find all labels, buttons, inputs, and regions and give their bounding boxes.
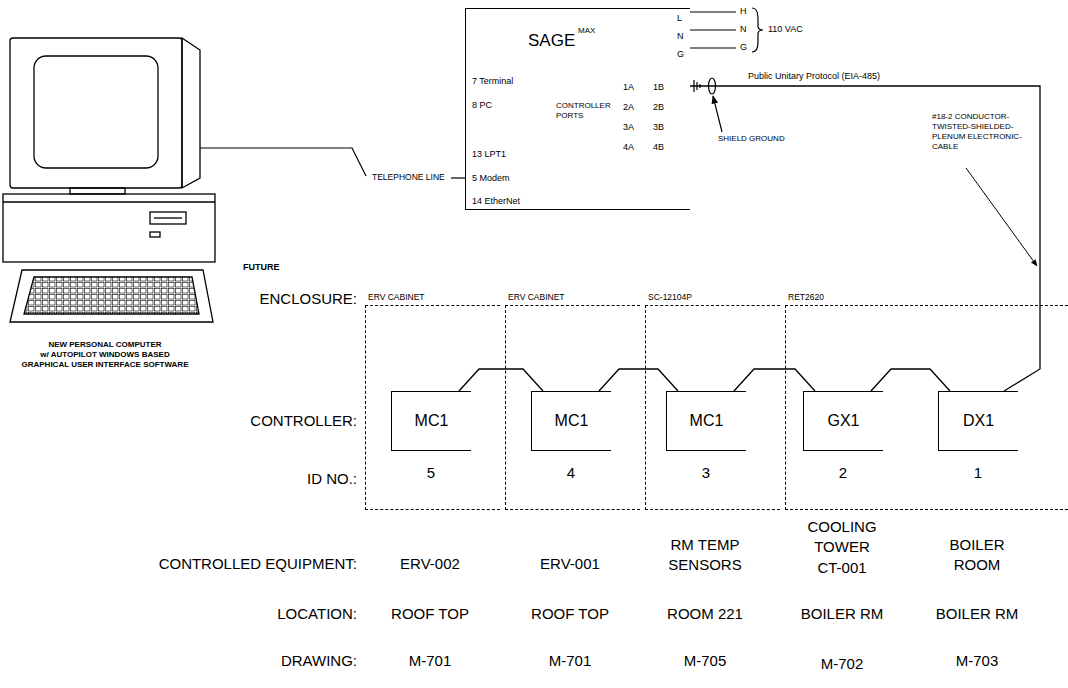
- row-heading: ID NO.:: [307, 470, 357, 488]
- port-name: 5 Modem: [472, 173, 510, 184]
- cable-leader: [966, 168, 1037, 266]
- note-label: N: [740, 24, 747, 35]
- id-number: 3: [702, 464, 710, 482]
- table-cell: ROOM 221: [667, 605, 743, 623]
- table-cell: COOLING TOWER CT-001: [807, 517, 876, 578]
- text-line: NEW PERSONAL COMPUTER: [22, 340, 189, 350]
- table-cell: M-702: [821, 655, 864, 673]
- bus-cable: [734, 369, 815, 391]
- text-line: SENSORS: [668, 555, 741, 575]
- row-heading: ENCLOSURE:: [259, 290, 357, 308]
- table-cell: ROOF TOP: [531, 605, 609, 623]
- table-cell: ROOF TOP: [391, 605, 469, 623]
- note-label: FUTURE: [243, 262, 280, 273]
- controller-name: MC1: [690, 411, 724, 430]
- cabinet-title: SAGE: [528, 31, 575, 51]
- id-number: 1: [974, 464, 982, 482]
- terminal-name: G: [677, 49, 684, 60]
- terminal-name: L: [677, 13, 682, 24]
- superscript: MAX: [578, 26, 595, 36]
- controller-box: MC1: [666, 391, 746, 451]
- table-cell: BOILER ROOM: [949, 535, 1004, 576]
- port-label: 4A: [623, 142, 634, 153]
- note-label: G: [740, 42, 747, 53]
- port-label: 3A: [623, 122, 634, 133]
- enclosure-name: RET2620: [788, 292, 824, 302]
- row-heading: DRAWING:: [281, 652, 357, 670]
- table-cell: M-701: [409, 652, 452, 670]
- controller-name: MC1: [415, 411, 449, 430]
- port-name: 7 Terminal: [472, 76, 513, 87]
- text-line: TWISTED-SHIELDED-: [932, 122, 1022, 132]
- id-number: 4: [567, 464, 575, 482]
- bus-cable: [599, 369, 678, 391]
- note-label: Public Unitary Protocol (EIA-485): [748, 71, 880, 82]
- text-line: TOWER: [807, 537, 876, 557]
- text-line: CT-001: [807, 558, 876, 578]
- text-line: COOLING: [807, 517, 876, 537]
- controller-box: MC1: [531, 391, 611, 451]
- enclosure-name: ERV CABINET: [368, 292, 425, 302]
- row-heading: CONTROLLED EQUIPMENT:: [159, 555, 357, 573]
- text-line: CONTROLLER: [556, 101, 611, 111]
- note-label: #18-2 CONDUCTOR- TWISTED-SHIELDED- PLENU…: [932, 112, 1022, 152]
- table-cell: M-701: [549, 652, 592, 670]
- table-cell: M-705: [684, 652, 727, 670]
- terminal-name: N: [677, 31, 684, 42]
- port-label: 4B: [653, 142, 664, 153]
- note-label: NEW PERSONAL COMPUTER w/ AUTOPILOT WINDO…: [22, 340, 189, 370]
- port-name: 13 LPT1: [472, 149, 506, 160]
- table-cell: ERV-002: [400, 555, 460, 573]
- note-label: TELEPHONE LINE: [372, 172, 445, 182]
- enclosure-name: ERV CABINET: [508, 292, 565, 302]
- text-line: PORTS: [556, 111, 611, 121]
- port-name: CONTROLLER PORTS: [556, 101, 611, 121]
- port-label: 2A: [623, 102, 634, 113]
- row-heading: CONTROLLER:: [250, 412, 357, 430]
- enclosure-box: ERV CABINET5MC1: [365, 305, 500, 510]
- bus-cable: [459, 369, 543, 391]
- note-label: SHIELD GROUND: [718, 134, 785, 144]
- row-heading: LOCATION:: [277, 605, 357, 623]
- table-cell: ERV-001: [540, 555, 600, 573]
- table-cell: BOILER RM: [936, 605, 1019, 623]
- note-label: 110 VAC: [768, 24, 803, 35]
- port-label: 2B: [653, 102, 664, 113]
- note-label: H: [740, 6, 747, 17]
- id-number: 5: [427, 464, 435, 482]
- text-line: CABLE: [932, 142, 1022, 152]
- text-line: #18-2 CONDUCTOR-: [932, 112, 1022, 122]
- port-label: 1A: [623, 82, 634, 93]
- port-label: 1B: [653, 82, 664, 93]
- text-line: GRAPHICAL USER INTERFACE SOFTWARE: [22, 360, 189, 370]
- table-cell: M-703: [956, 652, 999, 670]
- port-name: 14 EtherNet: [472, 196, 520, 207]
- table-cell: BOILER RM: [801, 605, 884, 623]
- text-line: ROOM: [949, 555, 1004, 575]
- enclosure-box: SC-12104P3MC1: [645, 305, 780, 510]
- text-line: w/ AUTOPILOT WINDOWS BASED: [22, 350, 189, 360]
- table-cell: RM TEMP SENSORS: [668, 535, 741, 576]
- controller-cabinet: SAGEMAX LNG 7 Terminal 8 PC CONTROLLER PORTS…: [465, 8, 690, 210]
- controller-name: DX1: [963, 411, 994, 430]
- controller-box: MC1: [391, 391, 471, 451]
- text-line: PLENUM ELECTRONIC-: [932, 132, 1022, 142]
- computer-illustration: [3, 38, 215, 322]
- controller-box: GX1: [803, 391, 883, 451]
- port-label: 3B: [653, 122, 664, 133]
- port-name: 8 PC: [472, 100, 492, 111]
- controller-box: DX1: [938, 391, 1018, 451]
- text-line: BOILER: [949, 535, 1004, 555]
- enclosure-name: SC-12104P: [648, 292, 692, 302]
- enclosure-box: ERV CABINET4MC1: [505, 305, 640, 510]
- id-number: 2: [839, 464, 847, 482]
- text-line: RM TEMP: [668, 535, 741, 555]
- power-wires: [690, 8, 763, 52]
- controller-name: MC1: [555, 411, 589, 430]
- bus-cable: [871, 369, 950, 391]
- controller-name: GX1: [827, 411, 859, 430]
- bus-cable: [690, 86, 1040, 391]
- enclosure-box: RET262021GX1DX1: [785, 305, 1068, 510]
